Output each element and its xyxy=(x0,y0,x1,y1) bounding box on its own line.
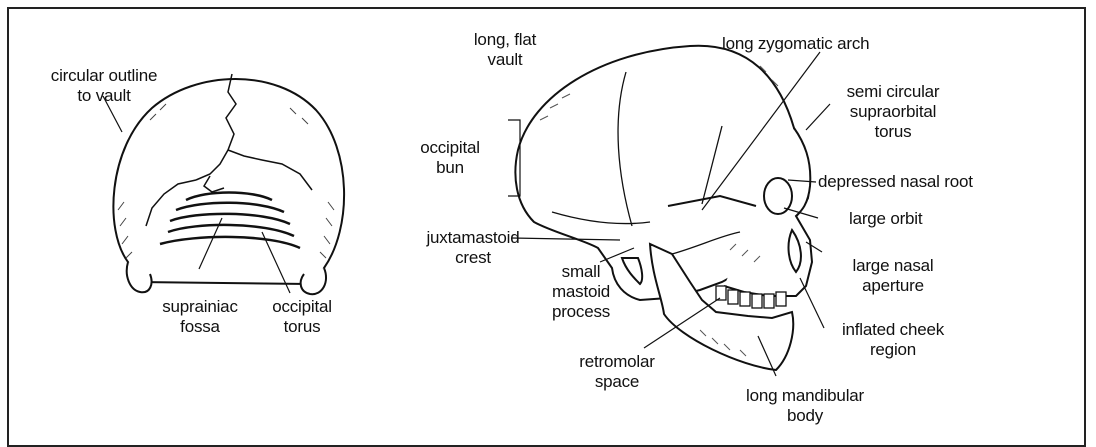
label-retromolar-space: retromolar space xyxy=(562,352,672,392)
label-large-orbit: large orbit xyxy=(849,209,969,229)
label-juxtamastoid-crest: juxtamastoid crest xyxy=(408,228,538,268)
label-depressed-nasal-root: depressed nasal root xyxy=(818,172,1048,192)
label-occipital-torus: occipital torus xyxy=(252,297,352,337)
label-long-flat-vault: long, flat vault xyxy=(450,30,560,70)
label-occipital-bun: occipital bun xyxy=(400,138,500,178)
label-small-mastoid-process: small mastoid process xyxy=(526,262,636,322)
posterior-vault-outline xyxy=(113,79,344,284)
label-suprainiac-fossa: suprainiac fossa xyxy=(150,297,250,337)
label-inflated-cheek-region: inflated cheek region xyxy=(808,320,978,360)
label-long-mandibular-body: long mandibular body xyxy=(710,386,900,426)
label-circular-outline: circular outline to vault xyxy=(19,66,189,106)
label-long-zygomatic-arch: long zygomatic arch xyxy=(722,34,942,54)
label-supraorbital-torus: semi circular supraorbital torus xyxy=(818,82,968,142)
label-large-nasal-aperture: large nasal aperture xyxy=(828,256,958,296)
